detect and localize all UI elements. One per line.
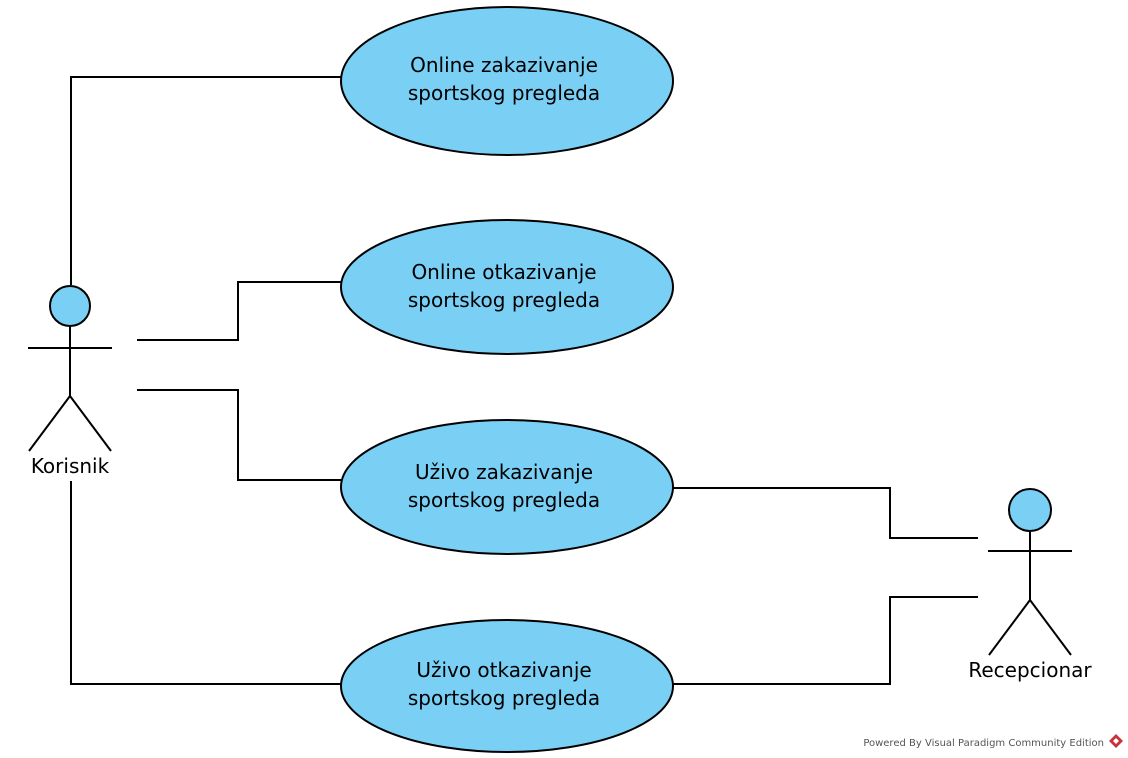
use-case-ellipse [340, 619, 674, 753]
actor-left-leg [28, 395, 71, 452]
use-case-ellipse [340, 219, 674, 355]
use-case-label-line1: Online otkazivanje [411, 260, 596, 284]
use-case-label-line2: sportskog pregleda [408, 288, 600, 312]
actor-label: Recepcionar [968, 658, 1092, 682]
actor-label: Korisnik [31, 454, 110, 478]
actor-recepcionar[interactable]: Recepcionar [968, 488, 1092, 682]
association-korisnik-online-otkazivanje [137, 281, 341, 341]
actor-right-leg [1029, 599, 1072, 656]
actor-head-icon [1008, 488, 1052, 532]
visual-paradigm-logo-icon [1109, 734, 1123, 748]
association-korisnik-uzivo-zakazivanje [137, 389, 341, 481]
actor-left-leg [988, 599, 1031, 656]
use-case-label-line2: sportskog pregleda [408, 81, 600, 105]
use-case-online-otkazivanje[interactable]: Online otkazivanje sportskog pregleda [340, 219, 674, 355]
use-case-uzivo-otkazivanje[interactable]: Uživo otkazivanje sportskog pregleda [340, 619, 674, 753]
use-case-label-line1: Uživo otkazivanje [416, 658, 591, 682]
actor-right-leg [69, 395, 112, 452]
use-case-online-zakazivanje[interactable]: Online zakazivanje sportskog pregleda [340, 6, 674, 156]
association-korisnik-online-zakazivanje [70, 76, 341, 285]
actor-head-icon [49, 285, 91, 327]
use-case-label-line1: Uživo zakazivanje [415, 460, 593, 484]
use-case-label-line1: Online zakazivanje [410, 53, 598, 77]
association-korisnik-uzivo-otkazivanje [70, 481, 341, 685]
footer-watermark: Powered By Visual Paradigm Community Edi… [863, 734, 1123, 749]
use-case-uzivo-zakazivanje[interactable]: Uživo zakazivanje sportskog pregleda [340, 419, 674, 555]
use-case-ellipse [340, 419, 674, 555]
actor-korisnik[interactable]: Korisnik [28, 285, 112, 478]
association-recepcionar-uzivo-zakazivanje [673, 487, 978, 539]
use-case-label-line2: sportskog pregleda [408, 488, 600, 512]
footer-text: Powered By Visual Paradigm Community Edi… [863, 738, 1104, 749]
use-case-label-line2: sportskog pregleda [408, 686, 600, 710]
association-recepcionar-uzivo-otkazivanje [673, 596, 978, 685]
use-case-ellipse [340, 6, 674, 156]
